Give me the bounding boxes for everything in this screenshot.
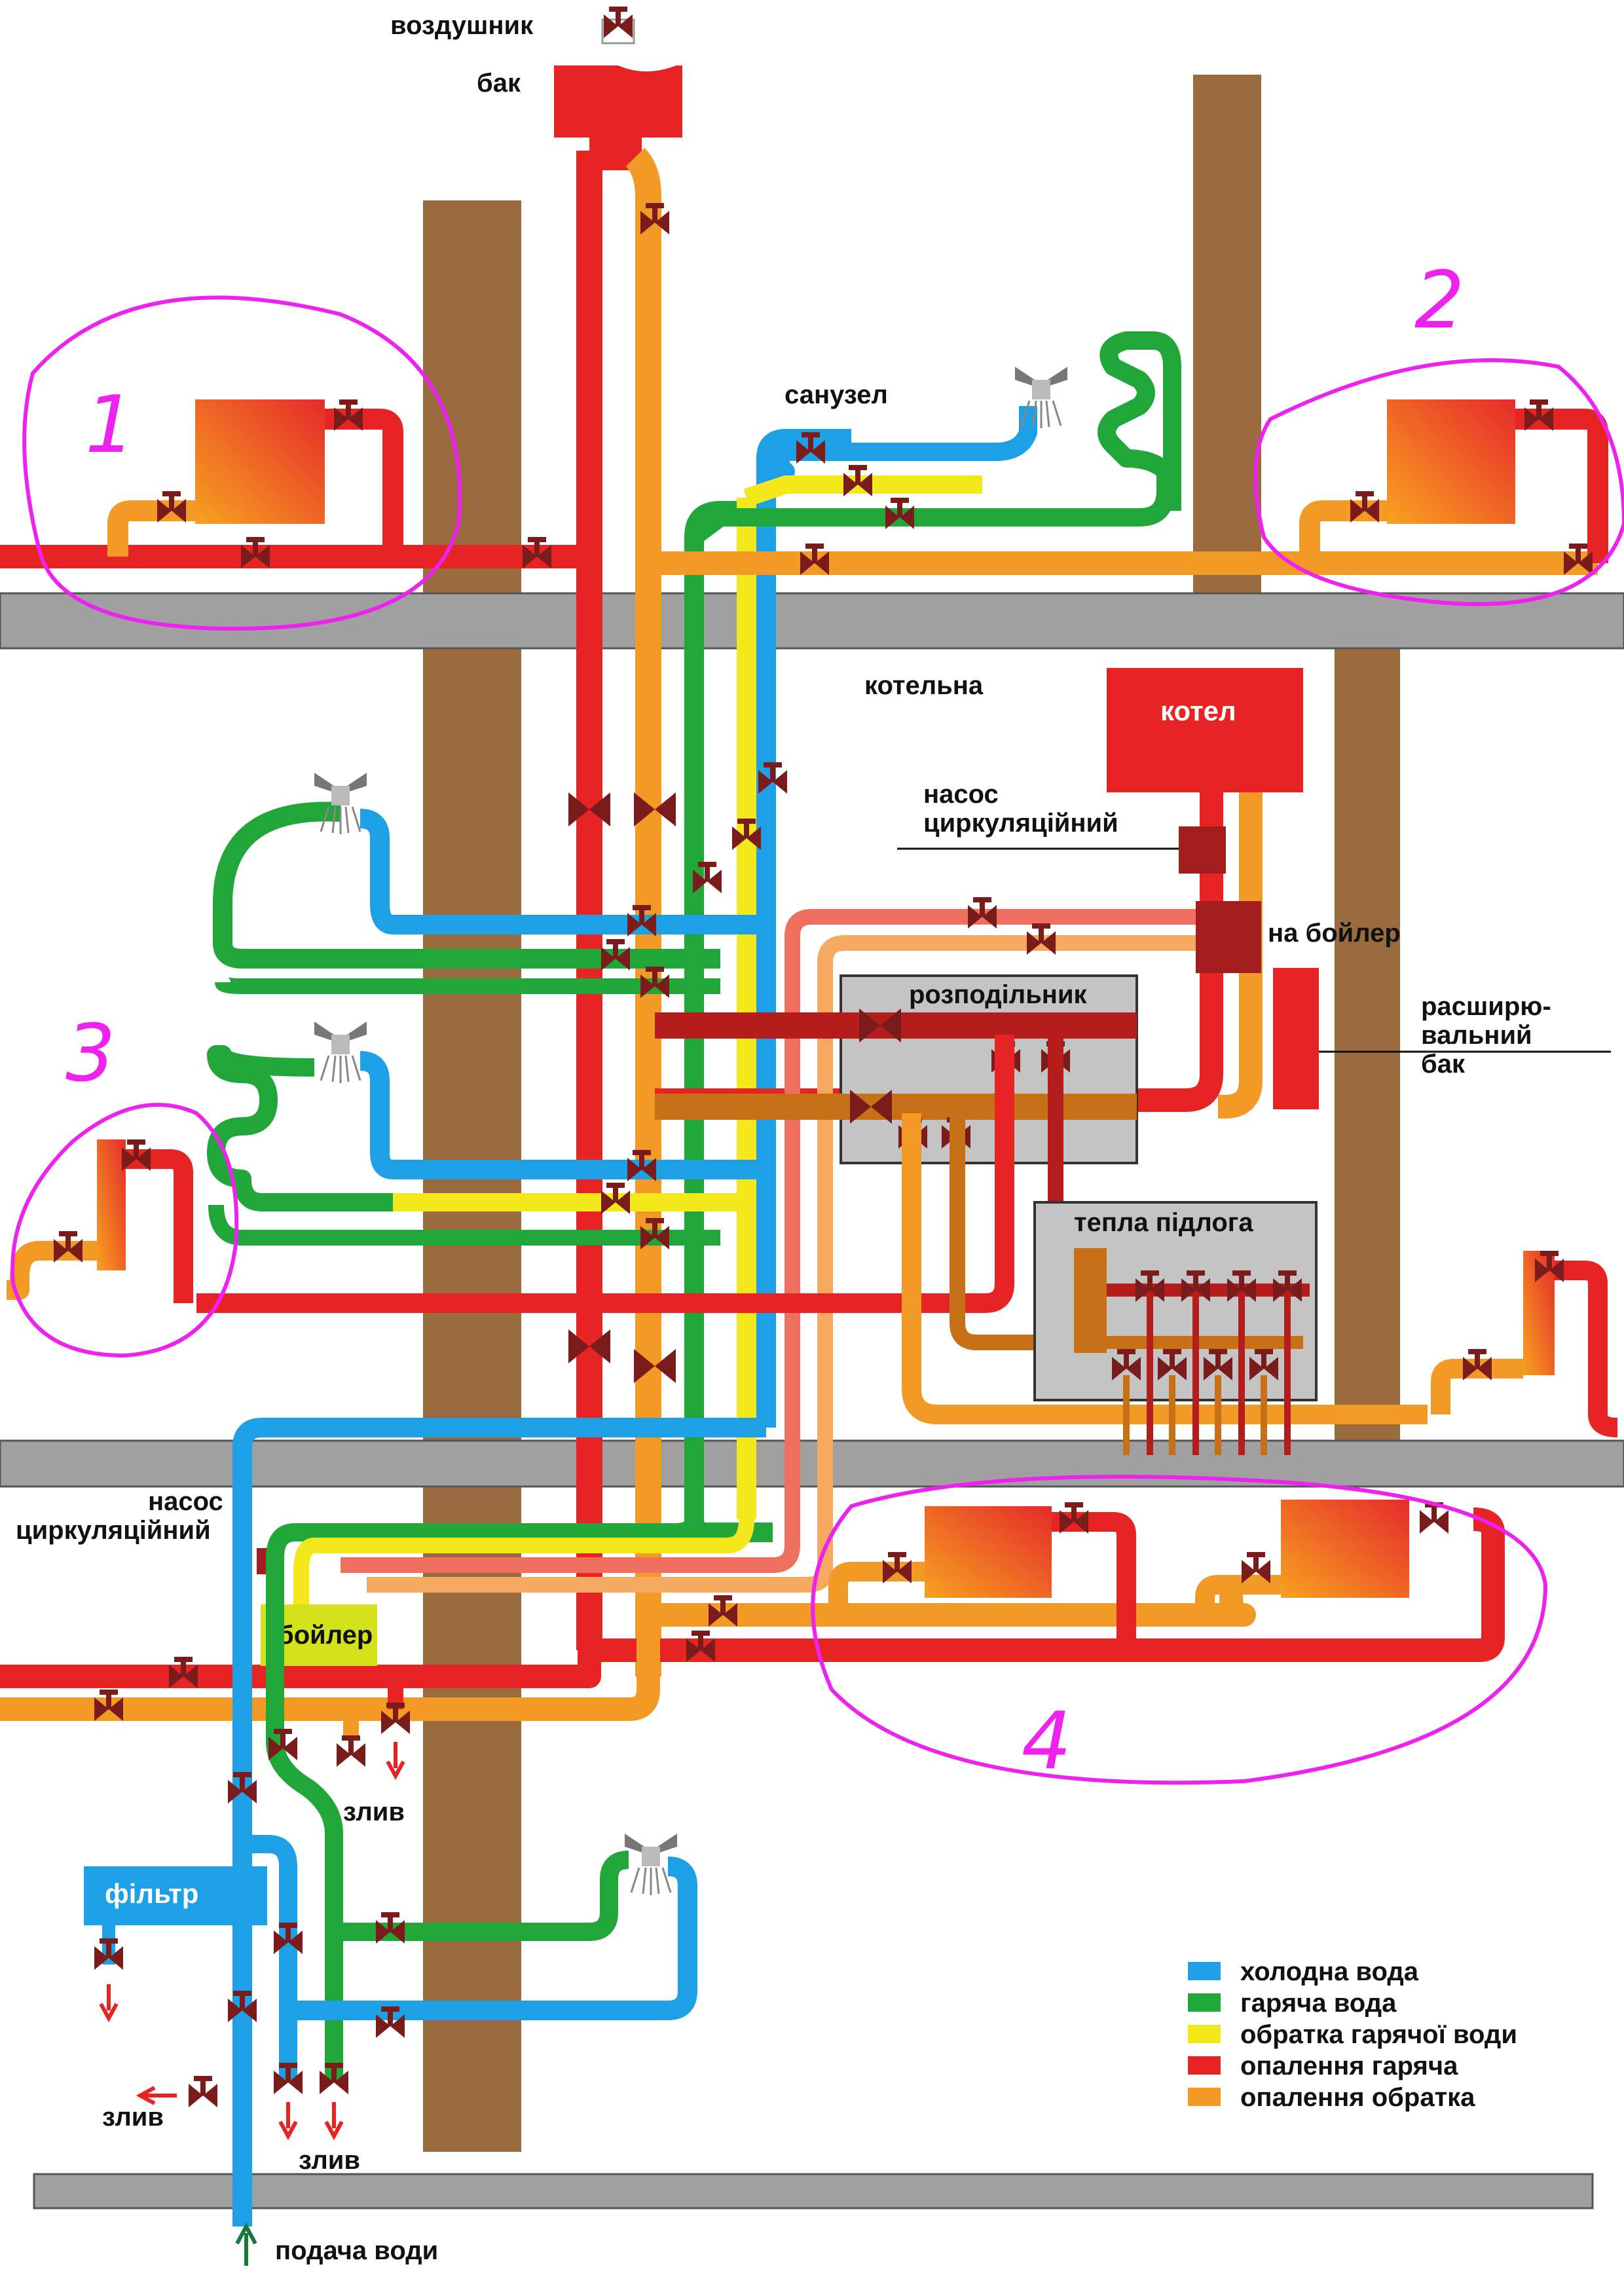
legend-swatch-heat-supply — [1188, 2056, 1221, 2075]
distributor-label: розподільник — [909, 980, 1088, 1009]
annotation-label-3: 3 — [65, 1008, 115, 1100]
boiler-return-pipe — [1213, 792, 1263, 1118]
boiler-room-label: котельна — [864, 671, 984, 700]
annotation-circles — [10, 295, 1624, 1785]
bathroom-fixture — [688, 331, 1181, 545]
drain-label-1: злив — [343, 1798, 405, 1826]
pump-top-label: насос циркуляційний — [923, 780, 1118, 838]
drain-label-3: злив — [299, 2146, 360, 2175]
bathroom-label: санузел — [784, 380, 888, 409]
annotation-label-1: 1 — [85, 380, 135, 471]
fixture-bottom — [189, 1832, 697, 2107]
heating-return-riser — [625, 147, 661, 1676]
boiler-label: котел — [1160, 695, 1236, 726]
floor-slab — [33, 2173, 1594, 2209]
tank-label: бак — [477, 69, 521, 98]
floor-heating-loops — [1123, 1297, 1291, 1455]
radiator-1 — [107, 399, 403, 568]
hot-return-lower — [293, 1519, 754, 1604]
circulation-pump-top — [1179, 826, 1226, 874]
boiler-valve-block — [1196, 901, 1261, 973]
cold-water-main — [232, 1418, 767, 2227]
wall — [1193, 75, 1261, 599]
legend-label-cold: холодна вода — [1240, 1957, 1419, 1986]
boiler-supply-pipe — [655, 792, 1223, 1112]
fixture-lower-middle — [207, 1020, 766, 1249]
legend-label-hot: гаряча вода — [1240, 1989, 1397, 2018]
water-supply-label: подача води — [275, 2236, 438, 2265]
floor-slab — [0, 592, 1624, 650]
filter-label: фільтр — [105, 1878, 198, 1909]
boiler-heater-supply — [341, 909, 1196, 1573]
legend-label-heat-return: опалення обратка — [1240, 2083, 1475, 2112]
radiator-4 — [828, 1500, 1449, 1650]
legend-swatch-cold — [1188, 1962, 1221, 1980]
floor-slab — [0, 1439, 1624, 1488]
annotation-label-2: 2 — [1414, 255, 1464, 346]
annotation-label-4: 4 — [1022, 1696, 1071, 1787]
legend-label-hot-return: обратка гарячої води — [1240, 2020, 1517, 2049]
heating-return-lower-floor — [0, 1578, 1256, 1721]
legend-swatch-heat-return — [1188, 2088, 1221, 2106]
boiler — [1107, 668, 1303, 792]
legend-swatch-hot — [1188, 1993, 1221, 2012]
pump-bottom-label: насос циркуляційний — [16, 1487, 231, 1545]
distributor — [840, 974, 1138, 1164]
legend: холодна вода гаряча вода обратка гарячої… — [1188, 1957, 1517, 2112]
air-vent-label: воздушник — [390, 11, 534, 40]
cold-riser — [756, 429, 851, 1428]
filter — [84, 1866, 267, 1925]
tank — [554, 7, 682, 170]
radiator-3 — [7, 1139, 193, 1303]
legend-label-heat-supply: опалення гаряча — [1240, 2052, 1458, 2080]
legend-swatch-hot-return — [1188, 2025, 1221, 2043]
expansion-tank-label: расширю- вальний бак — [1421, 992, 1559, 1079]
fixture-upper-middle — [213, 771, 766, 998]
water-heater-label: бойлер — [278, 1621, 373, 1650]
floor-heating-label: тепла підлога — [1074, 1208, 1253, 1237]
expansion-tank — [1273, 968, 1319, 1109]
radiator-right-middle — [1431, 1251, 1618, 1437]
to-boiler-label: на бойлер — [1268, 919, 1401, 948]
drain-label-2: злив — [102, 2103, 164, 2132]
radiator-2 — [1299, 399, 1608, 575]
